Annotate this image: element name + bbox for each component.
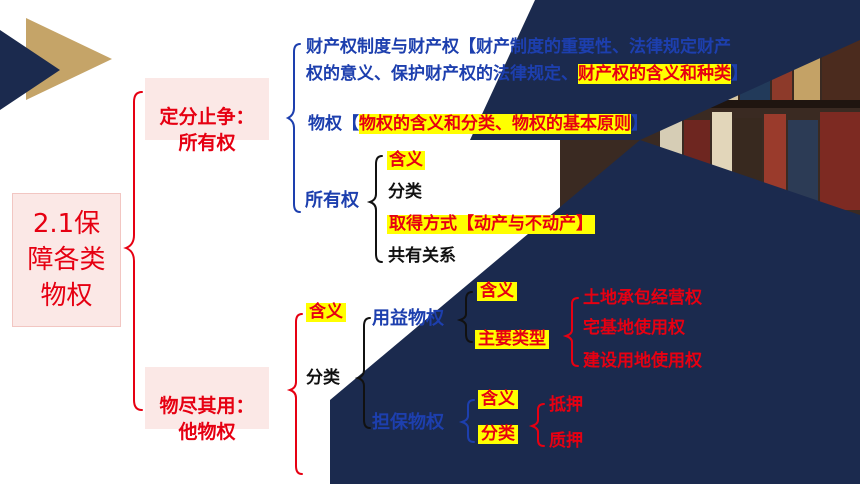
property-system-highlight: 财产权的含义和种类 bbox=[578, 64, 731, 84]
other-right-meaning: 含义 bbox=[306, 303, 346, 322]
branch1-title: 定分止争： 所有权 bbox=[159, 106, 255, 154]
ownership-label: 所有权 bbox=[305, 190, 359, 211]
main-topic-box: 2.1保 障各类 物权 bbox=[12, 193, 121, 327]
usufruct-type-land-contract: 土地承包经营权 bbox=[583, 288, 702, 308]
gold-triangle bbox=[26, 18, 112, 100]
ownership-item-co-ownership: 共有关系 bbox=[388, 246, 456, 266]
usufruct-label: 用益物权 bbox=[372, 308, 444, 329]
property-system-line2: 权的意义、保护财产权的法律规定、财产权的含义和种类】 bbox=[306, 64, 748, 84]
real-right-line: 物权【物权的含义和分类、物权的基本原则】 bbox=[308, 114, 648, 134]
security-types-bracket bbox=[528, 403, 545, 447]
classification-bracket bbox=[354, 317, 371, 429]
security-classification: 分类 bbox=[478, 425, 518, 444]
branch2-bracket bbox=[286, 313, 303, 475]
usufruct-meaning: 含义 bbox=[477, 282, 517, 301]
other-right-classification: 分类 bbox=[306, 368, 340, 388]
branch2-title: 物尽其用： 他物权 bbox=[159, 395, 255, 443]
usufruct-main-types: 主要类型 bbox=[475, 330, 549, 349]
security-bracket bbox=[458, 399, 475, 443]
ownership-item-classification: 分类 bbox=[388, 182, 422, 202]
main-types-bracket bbox=[562, 297, 579, 367]
real-right-highlight: 物权的含义和分类、物权的基本原则 bbox=[359, 114, 631, 134]
property-system-line1: 财产权制度与财产权【财产制度的重要性、法律规定财产 bbox=[306, 37, 731, 57]
main-bracket bbox=[123, 91, 143, 411]
usufruct-type-construction-land: 建设用地使用权 bbox=[583, 351, 702, 371]
usufruct-bracket bbox=[456, 291, 473, 343]
branch1-title-box: 定分止争： 所有权 bbox=[145, 78, 269, 154]
main-topic-text: 2.1保 障各类 物权 bbox=[27, 209, 106, 311]
ownership-bracket bbox=[366, 155, 383, 263]
navy-triangle bbox=[0, 30, 60, 110]
security-type-mortgage: 抵押 bbox=[549, 395, 583, 415]
security-type-pledge: 质押 bbox=[549, 431, 583, 451]
ownership-item-meaning: 含义 bbox=[387, 150, 425, 170]
branch2-title-box: 物尽其用： 他物权 bbox=[145, 367, 269, 443]
security-meaning: 含义 bbox=[478, 390, 518, 409]
security-label: 担保物权 bbox=[372, 412, 444, 433]
ownership-item-acquisition: 取得方式【动产与不动产】 bbox=[387, 214, 595, 234]
branch1-bracket bbox=[285, 43, 301, 213]
usufruct-type-homestead: 宅基地使用权 bbox=[583, 318, 685, 338]
navy-panel-bottom bbox=[330, 140, 860, 484]
